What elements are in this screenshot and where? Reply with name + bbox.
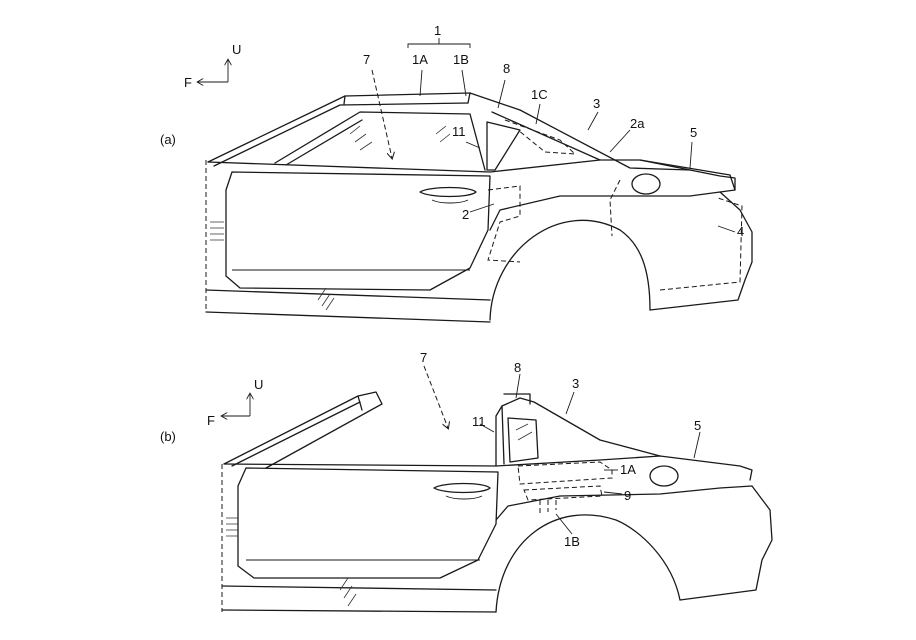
reference-labels-a: 1 1A 1B 8 1C 3 2a 5 4 2 11 7 (363, 23, 744, 239)
label-1a-b: 1A (620, 462, 636, 477)
figure-a-caption: (a) (160, 132, 176, 147)
axis-front-label-b: F (207, 413, 215, 428)
label-7: 7 (363, 52, 370, 67)
label-8-b: 8 (514, 360, 521, 375)
direction-indicator-a: U F (184, 42, 241, 90)
label-1a: 1A (412, 52, 428, 67)
label-2a: 2a (630, 116, 645, 131)
car-body-a (205, 92, 753, 323)
leaders-b (423, 365, 701, 535)
label-1b: 1B (453, 52, 469, 67)
label-4: 4 (737, 224, 744, 239)
label-9-b: 9 (624, 488, 631, 503)
label-11: 11 (452, 124, 466, 139)
label-7-b: 7 (420, 350, 427, 365)
figure-b: (b) U F (160, 350, 773, 613)
label-11-b: 11 (472, 414, 486, 429)
axis-up-label-b: U (254, 377, 263, 392)
car-body-b (221, 391, 773, 613)
axis-front-label-a: F (184, 75, 192, 90)
direction-indicator-b: U F (207, 377, 263, 428)
axis-up-label-a: U (232, 42, 241, 57)
label-8: 8 (503, 61, 510, 76)
reference-labels-b: 8 3 5 1A 9 1B 11 7 (420, 350, 701, 549)
hatch-marks-b (226, 423, 533, 607)
label-group-1: 1 (434, 23, 441, 38)
label-5: 5 (690, 125, 697, 140)
figure-b-caption: (b) (160, 429, 176, 444)
label-3-b: 3 (572, 376, 579, 391)
label-1b-b: 1B (564, 534, 580, 549)
label-1c: 1C (531, 87, 548, 102)
label-5-b: 5 (694, 418, 701, 433)
leaders-a (371, 38, 736, 233)
label-3: 3 (593, 96, 600, 111)
label-2: 2 (462, 207, 469, 222)
hatch-marks-a (210, 125, 451, 311)
figure-a: (a) U F (160, 23, 753, 323)
